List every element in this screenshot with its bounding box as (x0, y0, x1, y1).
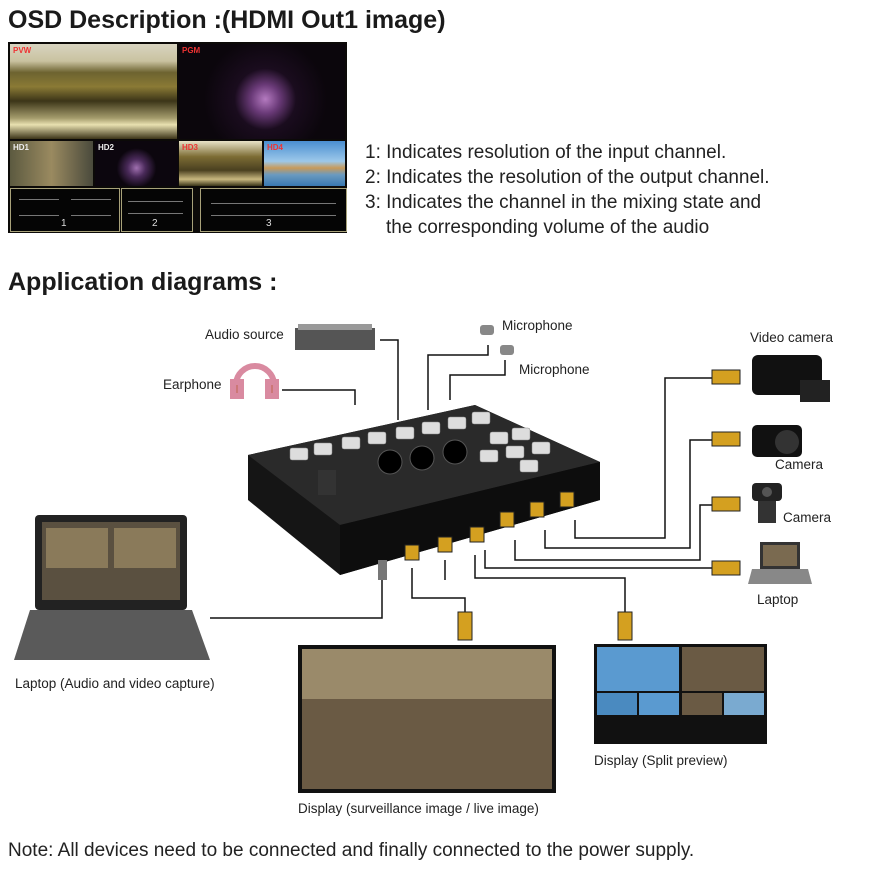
application-title: Application diagrams : (8, 268, 278, 296)
hd4-view: HD4 (264, 141, 345, 186)
output-resolution-panel: 2 (121, 188, 193, 232)
label-display-live: Display (surveillance image / live image… (298, 801, 539, 816)
input-resolution-panel: 1 (10, 188, 120, 232)
label-earphone: Earphone (163, 377, 222, 392)
hd2-label: HD2 (98, 143, 115, 152)
hd1-view: HD1 (10, 141, 93, 186)
osd-item-3-cont: the corresponding volume of the audio (386, 217, 710, 238)
cables (210, 339, 712, 619)
power-note: Note: All devices need to be connected a… (8, 840, 695, 861)
pvw-label: PVW (13, 46, 32, 55)
pgm-view: PGM (179, 44, 345, 139)
audio-mix-panel: 3 (200, 188, 347, 232)
laptop-capture-icon (14, 515, 210, 660)
panel-number-3: 3 (266, 218, 272, 229)
osd-title: OSD Description :(HDMI Out1 image) (8, 6, 446, 34)
webcam-icon (752, 483, 782, 523)
osd-item-3: 3: Indicates the channel in the mixing s… (365, 192, 762, 213)
video-camera-icon (752, 355, 830, 402)
label-video-camera: Video camera (750, 330, 834, 345)
label-display-split: Display (Split preview) (594, 753, 728, 768)
pvw-view: PVW (10, 44, 177, 139)
label-audio-source: Audio source (205, 327, 284, 342)
hd1-label: HD1 (13, 143, 30, 152)
hd4-label: HD4 (267, 143, 284, 152)
label-camera-2: Camera (783, 510, 832, 525)
display-live-icon (298, 645, 556, 793)
pgm-label: PGM (182, 46, 201, 55)
osd-item-2: 2: Indicates the resolution of the outpu… (365, 167, 770, 188)
hd3-view: HD3 (179, 141, 262, 186)
hd3-label: HD3 (182, 143, 199, 152)
camera-icon (752, 425, 802, 457)
earphone-icon (230, 363, 279, 399)
label-camera-1: Camera (775, 457, 824, 472)
panel-number-2: 2 (152, 218, 158, 229)
mixer-device (248, 369, 741, 641)
hd2-view: HD2 (95, 141, 178, 186)
display-split-icon (594, 644, 767, 744)
laptop-small-icon (748, 542, 812, 584)
audio-source-icon (295, 324, 375, 350)
label-microphone-1: Microphone (502, 318, 573, 333)
microphone-icon (480, 325, 514, 355)
label-laptop-capture: Laptop (Audio and video capture) (15, 676, 215, 691)
panel-number-1: 1 (61, 218, 67, 229)
label-microphone-2: Microphone (519, 362, 590, 377)
osd-item-1: 1: Indicates resolution of the input cha… (365, 142, 727, 163)
label-laptop: Laptop (757, 592, 799, 607)
osd-screenshot: PVW PGM HD1 HD2 HD3 HD4 1 2 3 (8, 42, 347, 233)
